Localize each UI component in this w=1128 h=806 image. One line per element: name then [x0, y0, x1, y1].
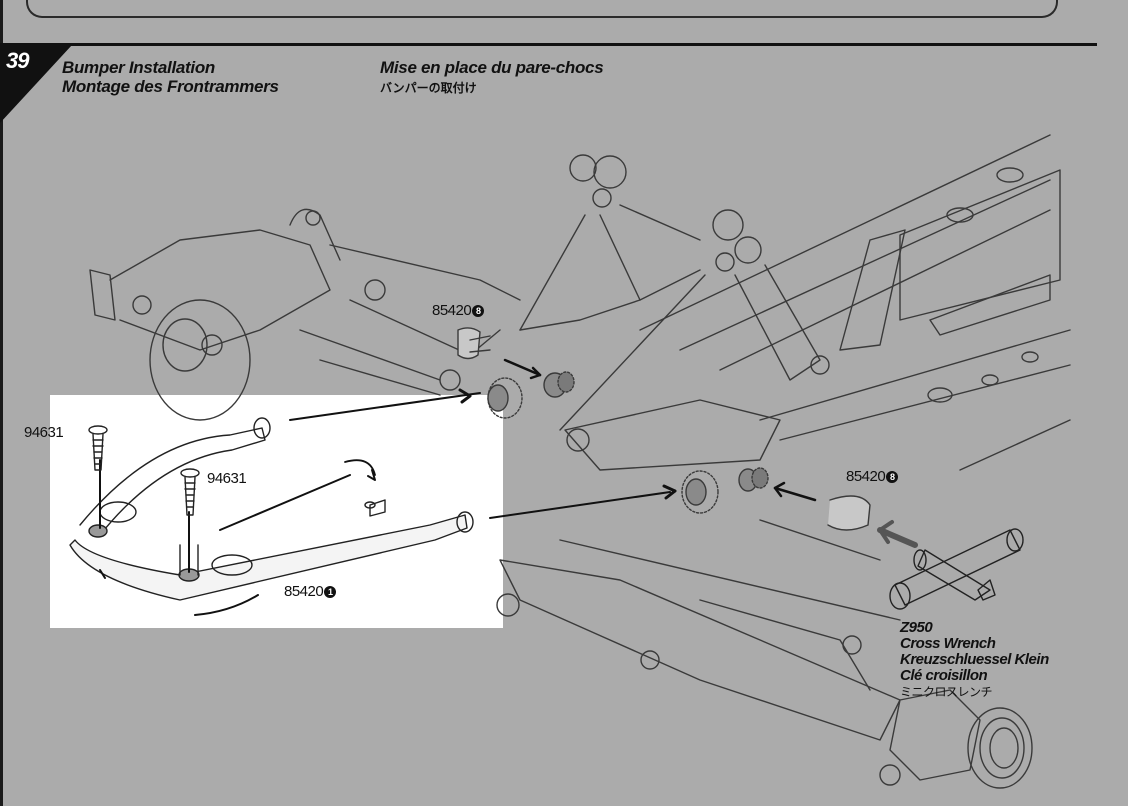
wheel-hub — [879, 689, 1033, 789]
page-margin-rule — [0, 0, 3, 806]
chassis-towers — [519, 154, 830, 431]
part-code: 85420 — [284, 583, 324, 600]
upper-collar-group — [457, 327, 575, 419]
part-index-badge: 8 — [472, 305, 485, 317]
tool-code: Z950 — [900, 619, 933, 636]
step-title-jp: バンパーの取付け — [380, 81, 477, 95]
lower-arms — [496, 399, 901, 741]
cross-wrench-icon — [889, 528, 1024, 610]
tool-name-de: Kreuzschluessel Klein — [900, 651, 1049, 668]
part-code: 94631 — [24, 424, 64, 441]
step-title-en: Bumper Installation — [62, 58, 215, 77]
step-title-fr: Mise en place du pare-chocs — [380, 58, 604, 77]
chassis-plate — [639, 134, 1071, 471]
bumper-highlight-area — [50, 395, 503, 628]
screw-left-icon — [88, 425, 108, 471]
part-index-badge: 1 — [324, 586, 337, 598]
step-number: 39 — [6, 48, 30, 73]
lower-collar-group — [681, 467, 918, 548]
part-label-screw-left: 94631 — [24, 424, 64, 441]
step-title-de: Montage des Frontrammers — [62, 77, 279, 96]
bumper-part — [69, 388, 677, 616]
front-suspension — [89, 208, 521, 421]
tool-name-en: Cross Wrench — [900, 635, 996, 652]
step-number-badge — [0, 45, 72, 125]
part-index-badge: 8 — [886, 471, 899, 483]
step-badge-shape — [0, 45, 72, 123]
part-code: 85420 — [432, 302, 472, 319]
screw-center-icon — [180, 468, 200, 516]
part-code: 94631 — [207, 470, 247, 487]
step-header-rule — [0, 43, 1097, 46]
tool-name-fr: Clé croisillon — [900, 667, 988, 684]
tool-callout: Z950 Cross Wrench Kreuzschluessel Klein … — [900, 620, 1049, 700]
tool-name-jp: ミニクロスレンチ — [900, 685, 993, 699]
part-code: 85420 — [846, 468, 886, 485]
part-label-screw-center: 94631 — [207, 470, 247, 487]
